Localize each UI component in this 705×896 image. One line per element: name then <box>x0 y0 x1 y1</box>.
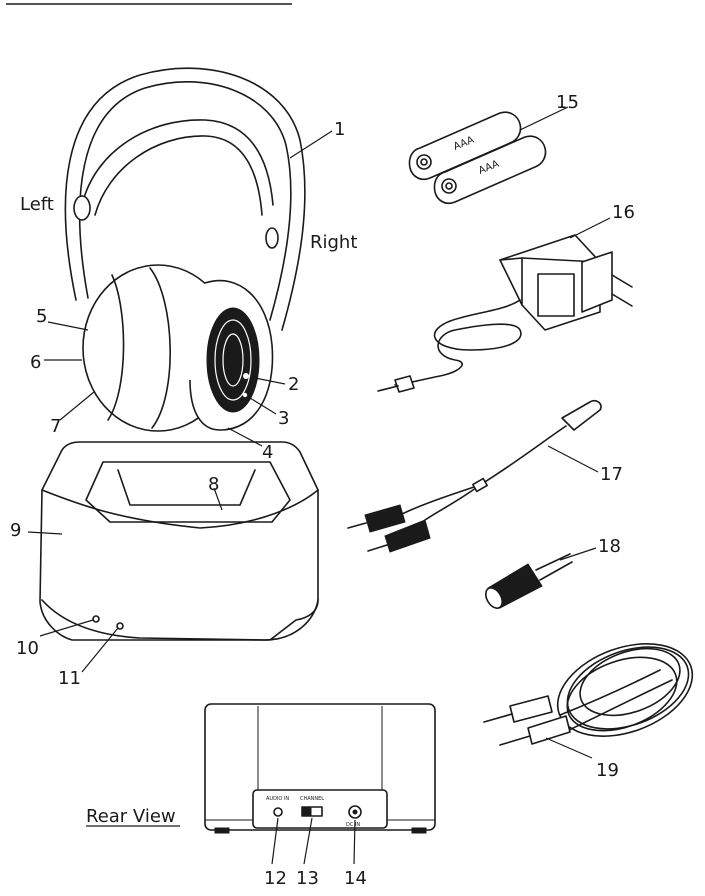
jack-adapter-illustration <box>482 554 572 611</box>
label-14: 14 <box>344 868 367 889</box>
label-4: 4 <box>262 442 273 463</box>
base-body <box>40 442 318 640</box>
label-10: 10 <box>16 638 39 659</box>
inner-strap-lower <box>95 136 262 215</box>
label-7: 7 <box>50 416 61 437</box>
label-19: 19 <box>596 760 619 781</box>
label-3: 3 <box>278 408 289 429</box>
adapter-plug-face <box>582 252 612 312</box>
adapter-prong-2 <box>612 294 632 306</box>
adapter-dc-plug <box>395 376 414 392</box>
volume-dial-icon <box>243 393 247 397</box>
power-indicator-icon <box>93 616 99 622</box>
inner-strap <box>82 120 273 205</box>
rca-plug-1 <box>365 505 405 532</box>
right-side-label: Right <box>310 232 357 253</box>
label-17: 17 <box>600 464 623 485</box>
left-side-label: Left <box>20 194 54 215</box>
label-15: 15 <box>556 92 579 113</box>
rear-view-illustration: AUDIO IN CHANNEL DC IN <box>205 704 435 833</box>
label-5: 5 <box>36 306 47 327</box>
adapter-prong-1 <box>612 275 632 287</box>
power-adapter-illustration <box>378 235 632 392</box>
label-1: 1 <box>334 119 345 140</box>
left-hinge <box>74 196 90 220</box>
label-6: 6 <box>30 352 41 373</box>
label-8: 8 <box>208 474 219 495</box>
right-hinge <box>266 228 278 248</box>
channel-label: CHANNEL <box>300 796 324 802</box>
label-13: 13 <box>296 868 319 889</box>
headphones-illustration <box>65 68 304 431</box>
y-cable-illustration <box>348 401 601 552</box>
dc-in-label: DC IN <box>346 822 360 828</box>
jack-adapter-pin <box>536 554 570 570</box>
y-cable-socket <box>562 401 601 430</box>
label-12: 12 <box>264 868 287 889</box>
adapter-cable <box>395 300 521 385</box>
label-18: 18 <box>598 536 621 557</box>
label-16: 16 <box>612 202 635 223</box>
audio-in-label: AUDIO IN <box>266 796 289 802</box>
label-2: 2 <box>288 374 299 395</box>
rear-view-title: Rear View <box>86 806 176 827</box>
charging-base-illustration <box>40 442 318 640</box>
power-button-icon <box>243 373 249 379</box>
label-11: 11 <box>58 668 81 689</box>
stereo-plug-1 <box>510 696 552 722</box>
batteries-illustration: AAA AAA <box>409 112 545 203</box>
audio-in-jack-icon <box>274 808 282 816</box>
label-9: 9 <box>10 520 21 541</box>
stereo-cable-illustration <box>484 627 705 754</box>
